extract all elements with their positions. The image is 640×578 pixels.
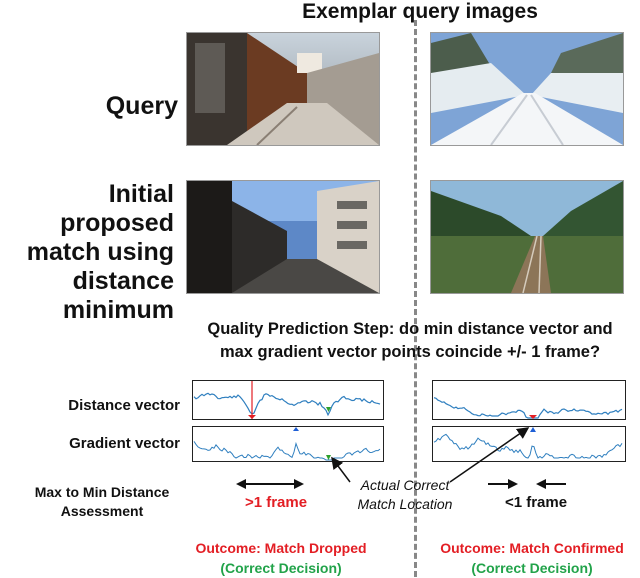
outcome-left: Outcome: Match Dropped (Correct Decision… xyxy=(170,538,392,578)
initial-match-image-railway xyxy=(430,180,624,294)
max-gradient-marker-left xyxy=(293,427,299,431)
gradient-line-right xyxy=(433,433,623,459)
outcome-left-line-1: Outcome: Match Dropped xyxy=(195,540,367,556)
left-frame-diff: >1 frame xyxy=(244,494,308,511)
distance-plot-left xyxy=(192,380,384,420)
query-row-label: Query xyxy=(105,92,178,120)
initial-match-image-corridor xyxy=(186,180,380,294)
annotation-line-1: Actual Correct xyxy=(360,477,450,493)
figure-title: Exemplar query images xyxy=(302,0,538,23)
quality-prediction-question: Quality Prediction Step: do min distance… xyxy=(180,318,640,364)
right-span-arrowhead-right xyxy=(536,479,546,489)
right-frame-diff: <1 frame xyxy=(504,494,568,511)
distance-plot-right xyxy=(432,380,626,420)
question-line-1: Quality Prediction Step: do min distance… xyxy=(207,320,613,338)
distance-vector-label: Distance vector xyxy=(68,397,180,414)
annotation-line-2: Match Location xyxy=(357,496,453,512)
assessment-line-2: Assessment xyxy=(60,503,144,519)
outcome-right: Outcome: Match Confirmed (Correct Decisi… xyxy=(424,538,640,578)
ground-truth-gradient-marker-left xyxy=(326,455,331,460)
arrow-to-left-match xyxy=(331,456,351,483)
initial-match-row-label: Initial proposed match using distance mi… xyxy=(26,180,174,324)
distance-line-right xyxy=(433,397,623,419)
min-distance-marker-right xyxy=(529,415,537,419)
query-image-corridor xyxy=(186,32,380,146)
question-line-2: max gradient vector points coincide +/- … xyxy=(219,343,601,361)
query-image-snow-road xyxy=(430,32,624,146)
outcome-right-line-1: Outcome: Match Confirmed xyxy=(440,540,624,556)
ground-truth-marker-left xyxy=(326,407,331,412)
left-span-arrowhead-right xyxy=(294,479,304,489)
min-distance-marker-left xyxy=(248,415,256,419)
distance-line-left xyxy=(193,392,381,417)
gradient-line-left xyxy=(193,441,381,461)
column-divider xyxy=(414,20,417,577)
assessment-line-1: Max to Min Distance xyxy=(34,484,170,500)
max-gradient-marker-right xyxy=(530,427,536,432)
actual-match-annotation: Actual Correct Match Location xyxy=(340,476,470,514)
arrow-to-right-match xyxy=(449,427,530,483)
gradient-vector-label: Gradient vector xyxy=(69,435,180,452)
right-span-arrowhead-left xyxy=(508,479,518,489)
outcome-left-line-2: (Correct Decision) xyxy=(220,560,342,576)
gradient-plot-left xyxy=(192,426,384,462)
assessment-label: Max to Min Distance Assessment xyxy=(14,483,190,521)
left-span-arrowhead-left xyxy=(236,479,246,489)
outcome-right-line-2: (Correct Decision) xyxy=(471,560,593,576)
